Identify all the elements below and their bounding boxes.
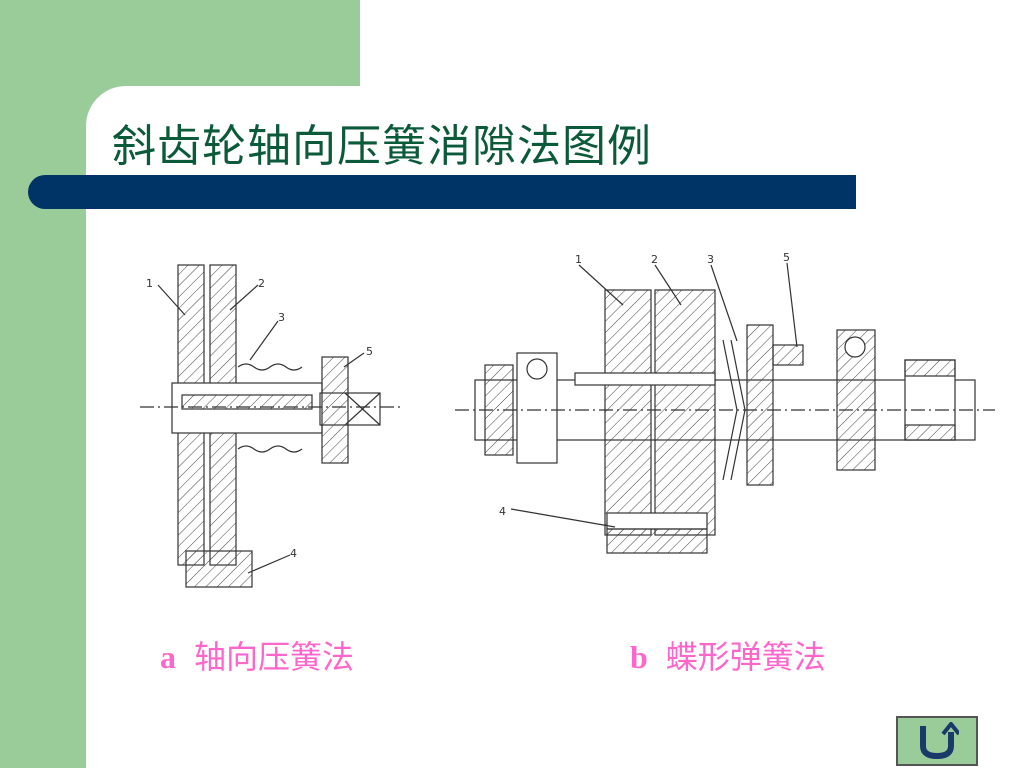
label-b-5: 5 [783,251,790,264]
caption-axial-spring: a 轴向压簧法 [160,632,354,678]
label-b-4: 4 [499,505,506,518]
return-button[interactable] [896,716,978,766]
u-turn-arrow-icon [920,722,959,760]
diagram-disc-spring: 1 2 3 5 4 [455,251,995,554]
label-a-1: 1 [146,277,153,290]
slide-title: 斜齿轮轴向压簧消隙法图例 [112,121,652,172]
label-b-2: 2 [651,253,658,266]
title-underline-bar [28,175,856,209]
caption-disc-spring: b 蝶形弹簧法 [630,632,826,678]
caption-b-text: 蝶形弹簧法 [665,638,826,676]
label-a-3: 3 [278,311,285,324]
diagram-axial-spring: 1 2 3 5 4 [140,264,400,588]
label-a-4: 4 [290,547,297,560]
caption-b-letter: b [630,639,648,675]
caption-a-letter: a [160,639,176,675]
label-b-1: 1 [575,253,582,266]
label-b-3: 3 [707,253,714,266]
label-a-2: 2 [258,277,265,290]
label-a-5: 5 [366,345,373,358]
caption-a-text: 轴向压簧法 [194,638,355,676]
